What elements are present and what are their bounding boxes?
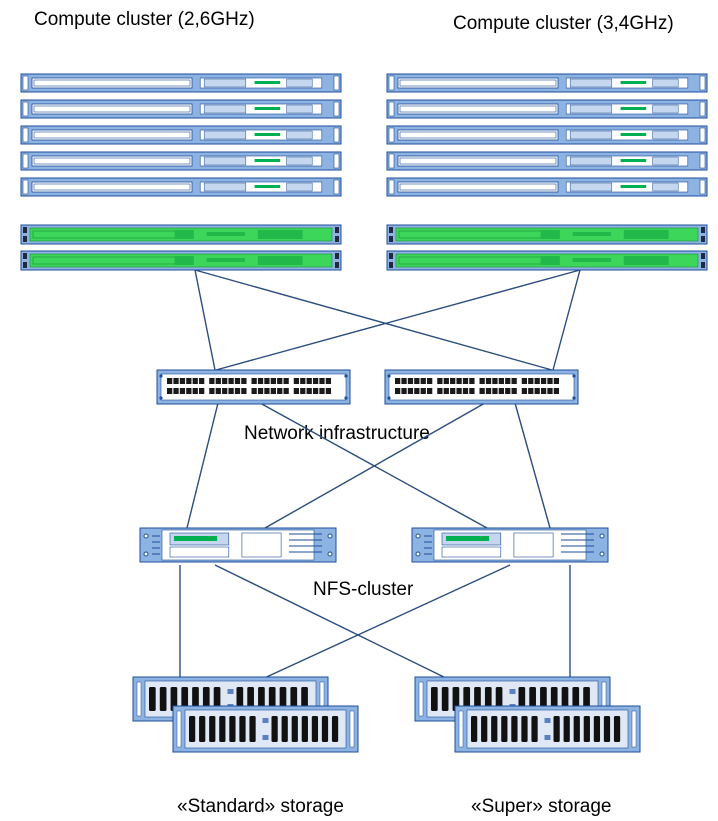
storage-standard-label: «Standard» storage xyxy=(177,796,344,817)
cluster-left-label: Compute cluster (2,6GHz) xyxy=(34,9,255,30)
connection-line xyxy=(186,402,219,529)
compute-server-icon xyxy=(20,99,342,119)
cluster-switch-icon xyxy=(20,250,342,271)
compute-server-icon xyxy=(20,177,342,197)
connection-line xyxy=(194,269,553,371)
cluster-switch-icon xyxy=(386,250,708,271)
nfs-server-icon xyxy=(411,527,609,563)
nfs-label: NFS-cluster xyxy=(313,579,414,600)
connection-line xyxy=(264,402,486,529)
storage-super-label: «Super» storage xyxy=(471,796,612,817)
connection-lines xyxy=(179,269,581,681)
compute-server-icon xyxy=(20,125,342,145)
compute-server-icon xyxy=(386,73,708,93)
compute-server-icon xyxy=(386,151,708,171)
connection-line xyxy=(259,564,511,681)
compute-server-icon xyxy=(386,125,708,145)
cluster-right-label: Compute cluster (3,4GHz) xyxy=(453,13,674,34)
connection-line xyxy=(514,402,551,529)
network-label: Network infrastructure xyxy=(244,423,430,444)
nfs-server-icon xyxy=(139,527,337,563)
connection-line xyxy=(214,564,451,681)
compute-server-icon xyxy=(386,99,708,119)
connection-line xyxy=(259,402,488,529)
network-switch-icon xyxy=(156,369,351,405)
compute-server-icon xyxy=(386,177,708,197)
cluster-switch-icon xyxy=(20,224,342,245)
network-switch-icon xyxy=(384,369,579,405)
connection-line xyxy=(215,269,581,371)
connection-line xyxy=(552,269,581,371)
connection-line xyxy=(194,269,216,371)
storage-standard-icon xyxy=(132,676,359,753)
storage-super-icon xyxy=(414,676,641,753)
cluster-switch-icon xyxy=(386,224,708,245)
compute-server-icon xyxy=(20,73,342,93)
compute-server-icon xyxy=(20,151,342,171)
